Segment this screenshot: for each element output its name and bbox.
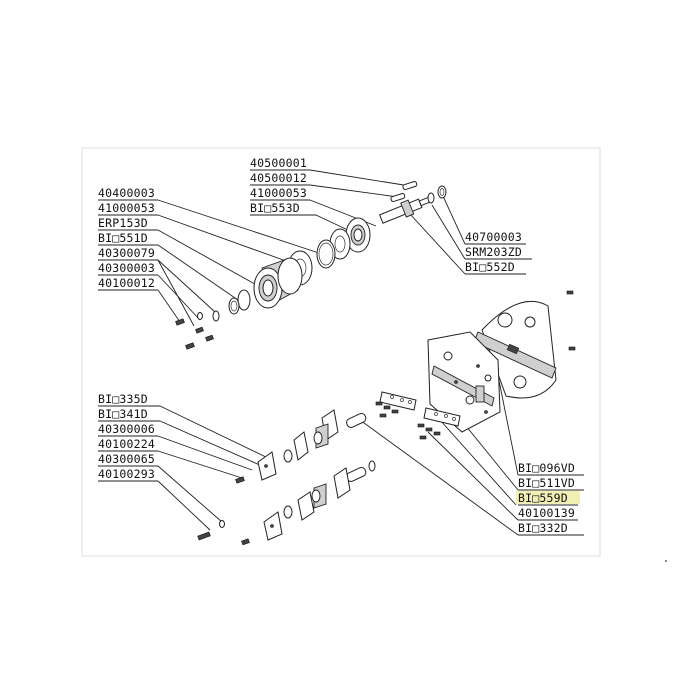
plate-assembly — [375, 290, 576, 440]
label-BI559D[interactable]: BI□559D — [518, 491, 568, 505]
label-40300079[interactable]: 40300079 — [98, 246, 155, 260]
label-40300003[interactable]: 40300003 — [98, 261, 155, 275]
ring-40300079 — [237, 289, 251, 311]
pin-40500001 — [402, 181, 418, 191]
label-41000053-b[interactable]: 41000053 — [98, 201, 155, 215]
screw-far-right-top — [566, 290, 574, 295]
label-40500012[interactable]: 40500012 — [250, 171, 307, 185]
label-40100224[interactable]: 40100224 — [98, 437, 155, 451]
label-40400003[interactable]: 40400003 — [98, 186, 155, 200]
label-BI341D[interactable]: BI□341D — [98, 407, 148, 421]
screw-40100012-c — [185, 342, 195, 350]
ring-SRM203ZD — [427, 192, 435, 204]
label-40100012[interactable]: 40100012 — [98, 276, 155, 290]
label-ERP153D[interactable]: ERP153D — [98, 216, 148, 230]
ring-40700003 — [437, 185, 447, 199]
snap-ring-40400003 — [316, 239, 336, 269]
label-BI552D[interactable]: BI□552D — [465, 260, 515, 274]
label-group-bottom-left: BI□335D BI□341D 40300006 40100224 403000… — [98, 392, 160, 482]
label-group-top-left: 40500001 40500012 41000053 BI□553D 40400… — [98, 156, 316, 291]
label-group-bottom-right: BI□096VD BI□511VD BI□559D 40100139 BI□33… — [516, 461, 584, 536]
label-40500001[interactable]: 40500001 — [250, 156, 307, 170]
block-BI335D-lower-a — [333, 467, 351, 499]
screw-40100293 — [197, 531, 211, 541]
washer-40300065 — [219, 520, 225, 528]
label-40300006[interactable]: 40300006 — [98, 422, 155, 436]
block-BI341D-upper — [293, 431, 309, 461]
diagram-frame — [81, 147, 601, 557]
screw-40100012-b — [195, 326, 204, 334]
label-BI511VD[interactable]: BI□511VD — [518, 476, 575, 490]
label-41000053-a[interactable]: 41000053 — [250, 186, 307, 200]
label-40100139[interactable]: 40100139 — [518, 506, 575, 520]
label-BI335D[interactable]: BI□335D — [98, 392, 148, 406]
housing-BI551D — [253, 257, 303, 309]
bearing-41000053-a — [345, 217, 371, 253]
label-BI551D[interactable]: BI□551D — [98, 231, 148, 245]
screw-40100012-a — [175, 318, 185, 326]
label-BI553D[interactable]: BI□553D — [250, 201, 300, 215]
label-40300065[interactable]: 40300065 — [98, 452, 155, 466]
plate-BI559D-b — [423, 407, 461, 427]
label-SRM203ZD[interactable]: SRM203ZD — [465, 245, 522, 259]
screw-far-right-mid — [568, 346, 576, 351]
screw-40100012-d — [205, 334, 214, 342]
stray-dot — [665, 560, 667, 562]
label-BI332D[interactable]: BI□332D — [518, 521, 568, 535]
label-BI096VD[interactable]: BI□096VD — [518, 461, 575, 475]
screw-40100224 — [235, 476, 245, 484]
highlight-box — [516, 491, 580, 504]
blade-assembly — [197, 409, 376, 546]
block-BI341D-lower — [297, 491, 315, 521]
label-40700003[interactable]: 40700003 — [465, 230, 522, 244]
shaft-assembly — [175, 181, 447, 350]
washer-40300003 — [212, 310, 220, 322]
roller-BI332D-a — [346, 412, 367, 428]
label-group-top-right: 40700003 SRM203ZD BI□552D — [465, 230, 532, 275]
plate-BI559D-a — [379, 391, 417, 411]
screws-40100139 — [375, 401, 441, 440]
label-40100293[interactable]: 40100293 — [98, 467, 155, 481]
pin-40500012 — [390, 193, 406, 203]
